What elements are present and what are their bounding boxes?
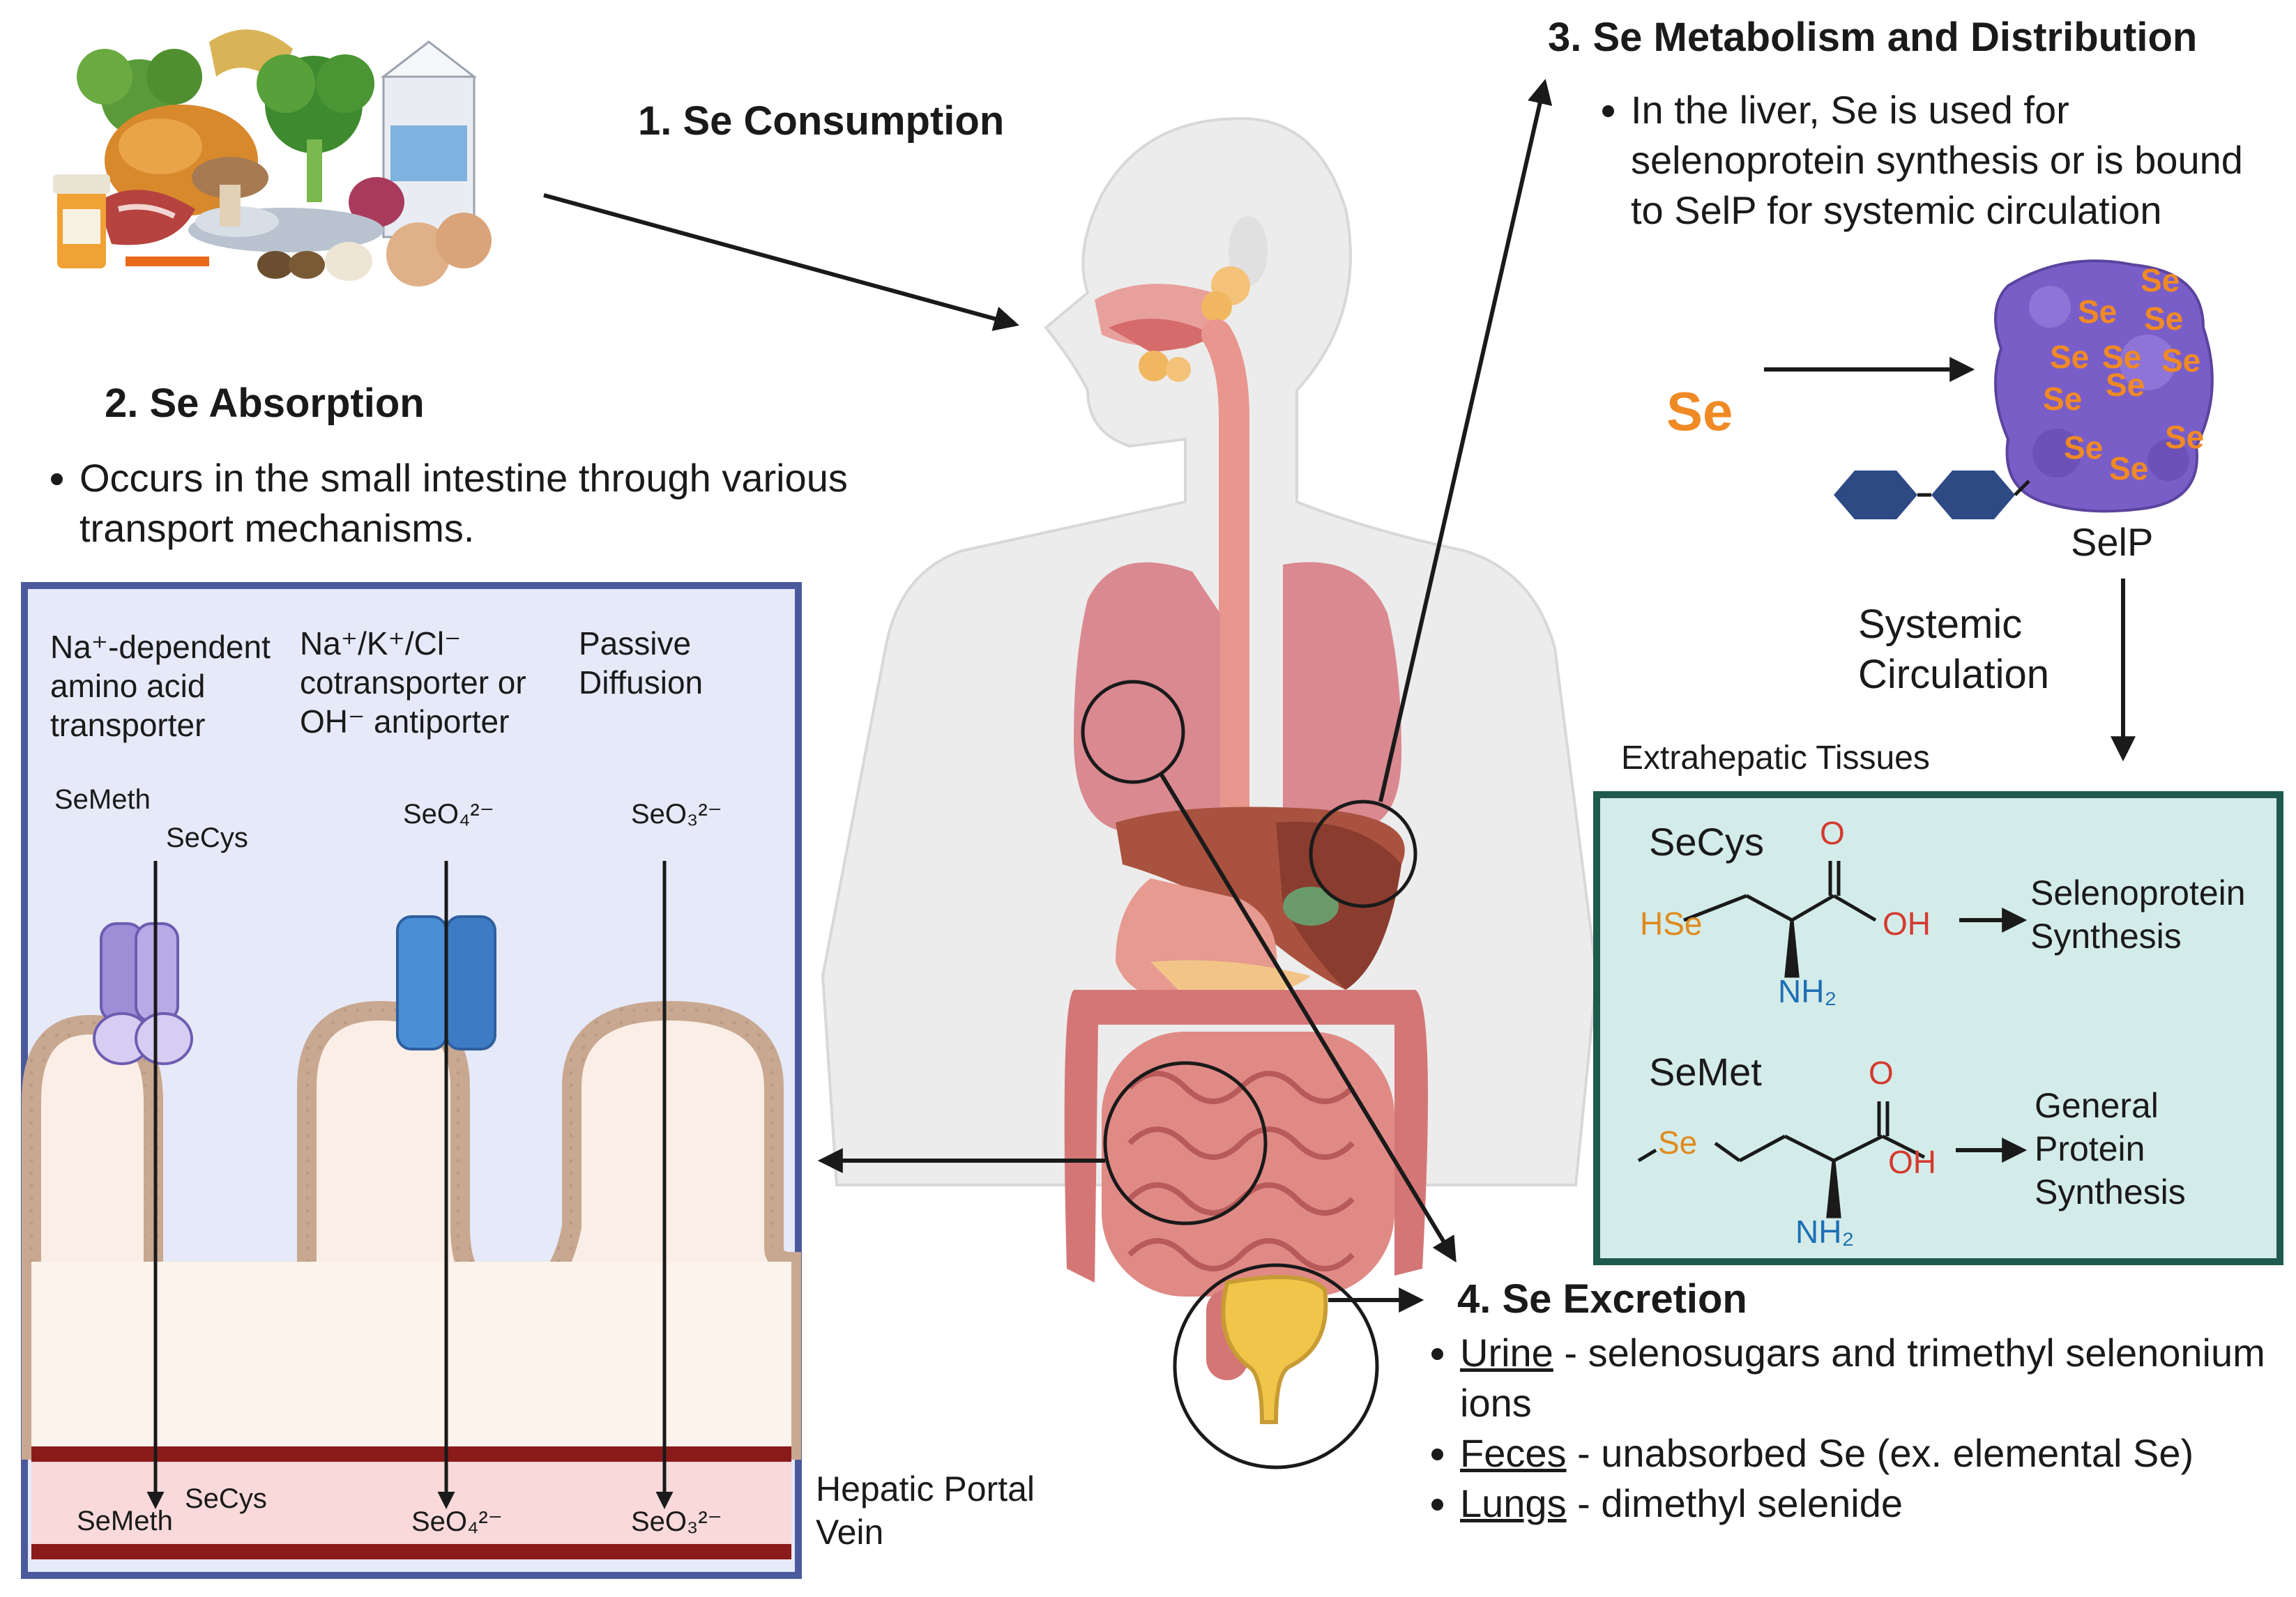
mechanism-label-na-aa: Na⁺-dependent amino acid transporter bbox=[50, 629, 271, 743]
semet-nh2: NH₂ bbox=[1795, 1214, 1855, 1250]
semet-name: SeMet bbox=[1649, 1050, 1762, 1094]
systemic-circulation-label: Systemic Circulation bbox=[1858, 602, 2049, 697]
lung-focus-circle bbox=[1081, 680, 1185, 784]
pill-bottle bbox=[53, 174, 110, 268]
section2-bullet: Occurs in the small intestine through va… bbox=[79, 453, 902, 553]
excretion-arrow-from-lung bbox=[1159, 772, 1457, 1263]
section4-bullets: Urine - selenosugars and trimethyl selen… bbox=[1415, 1328, 2296, 1529]
semet-structure bbox=[1637, 1101, 1926, 1218]
intestine-focus-circle bbox=[1103, 1061, 1268, 1225]
excretion-item-lungs: Lungs - dimethyl selenide bbox=[1460, 1478, 2296, 1529]
mechanism-label-cotransporter: Na⁺/K⁺/Cl⁻ cotransporter or OH⁻ antiport… bbox=[300, 625, 526, 740]
section3-title: 3. Se Metabolism and Distribution bbox=[1548, 15, 2198, 60]
semet-oh: OH bbox=[1888, 1144, 1936, 1180]
secys-structure bbox=[1683, 861, 1877, 978]
secys-hse: HSe bbox=[1640, 906, 1703, 942]
secys-oh: OH bbox=[1883, 906, 1931, 942]
milk-carton bbox=[380, 40, 478, 238]
secys-name: SeCys bbox=[1649, 820, 1764, 864]
glycan-chain bbox=[1834, 471, 2030, 519]
extrahepatic-tissues-box bbox=[1593, 791, 2283, 1265]
bladder-focus-circle bbox=[1173, 1263, 1379, 1469]
blood-seo4: SeO₄²⁻ bbox=[411, 1506, 503, 1537]
blood-seo3: SeO₃²⁻ bbox=[631, 1506, 722, 1537]
lumen-seo3: SeO₃²⁻ bbox=[631, 799, 722, 830]
semet-product: General Protein Synthesis bbox=[2035, 1086, 2186, 1212]
lumen-semeth: SeMeth bbox=[54, 784, 151, 815]
mechanism-label-passive: Passive Diffusion bbox=[579, 625, 704, 701]
semet-se: Se bbox=[1658, 1124, 1698, 1161]
section4-title: 4. Se Excretion bbox=[1457, 1276, 1747, 1322]
secys-nh2: NH₂ bbox=[1778, 973, 1837, 1009]
section3-bullet: In the liver, Se is used for selenoprote… bbox=[1631, 85, 2258, 236]
excretion-item-feces: Feces - unabsorbed Se (ex. elemental Se) bbox=[1460, 1428, 2296, 1478]
human-body-illustration bbox=[821, 116, 1599, 1424]
lumen-seo4: SeO₄²⁻ bbox=[403, 799, 494, 830]
selp-protein bbox=[1994, 259, 2214, 513]
extrahepatic-tissues-label: Extrahepatic Tissues bbox=[1621, 740, 1930, 777]
section1-title: 1. Se Consumption bbox=[638, 98, 1005, 144]
selp-se-atoms: Se Se Se Se Se Se Se Se Se Se Se bbox=[2043, 262, 2205, 487]
excretion-item-urine: Urine - selenosugars and trimethyl selen… bbox=[1460, 1328, 2296, 1428]
portal-vein bbox=[31, 1450, 791, 1554]
secys-product: Selenoprotein Synthesis bbox=[2030, 873, 2246, 956]
food-illustration bbox=[53, 29, 492, 286]
cotransporter bbox=[396, 915, 496, 1050]
blood-secys: SeCys bbox=[185, 1483, 267, 1514]
se-label: Se bbox=[1666, 381, 1733, 442]
na-aa-transporter bbox=[93, 922, 193, 1065]
section2-title: 2. Se Absorption bbox=[105, 381, 425, 426]
section3-bullets: In the liver, Se is used for selenoprote… bbox=[1586, 85, 2258, 236]
selp-label: SelP bbox=[2071, 520, 2154, 564]
secys-o: O bbox=[1820, 815, 1845, 851]
liver-focus-circle bbox=[1309, 800, 1417, 908]
consumption-arrow bbox=[543, 193, 1019, 331]
portal-vein-label: Hepatic Portal Vein bbox=[816, 1469, 1035, 1552]
section2-bullets: Occurs in the small intestine through va… bbox=[35, 453, 902, 553]
blood-semeth: SeMeth bbox=[77, 1506, 173, 1536]
metabolism-arrow bbox=[1378, 78, 1553, 802]
semet-o: O bbox=[1869, 1055, 1894, 1091]
lumen-secys: SeCys bbox=[166, 823, 248, 853]
